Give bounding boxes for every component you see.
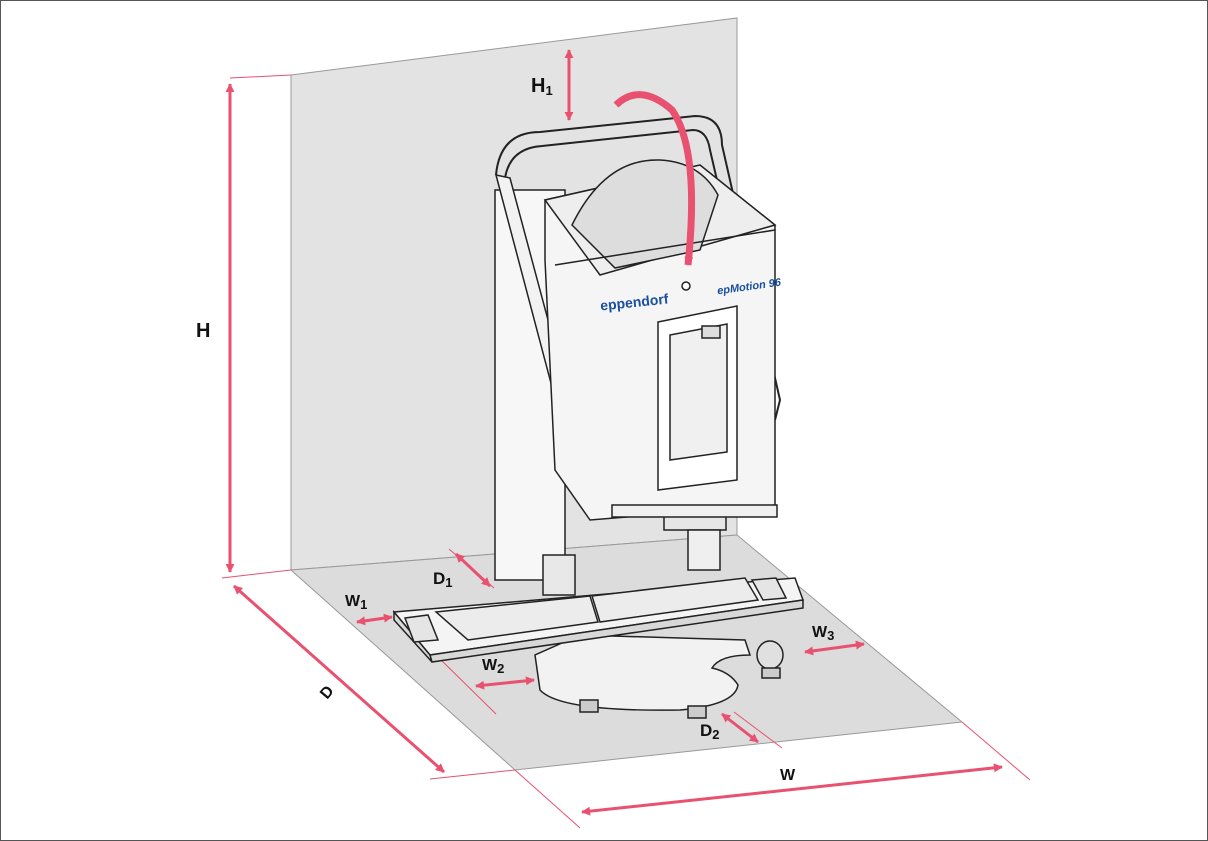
arrow-W1 bbox=[356, 613, 393, 626]
arrow-W bbox=[581, 763, 1003, 816]
arrow-D2 bbox=[721, 712, 759, 744]
arrow-D1 bbox=[454, 552, 492, 588]
label-W1: W1 bbox=[345, 593, 368, 612]
device-handle bbox=[495, 114, 782, 421]
device-base bbox=[534, 634, 784, 719]
label-D2: D2 bbox=[700, 721, 720, 742]
label-W3: W3 bbox=[812, 624, 835, 643]
arrow-W3 bbox=[804, 640, 865, 656]
arrow-W2 bbox=[475, 676, 535, 690]
label-H: H bbox=[196, 320, 211, 342]
label-H1: H1 bbox=[531, 75, 553, 98]
label-W: W bbox=[780, 767, 796, 784]
device-dispense-head bbox=[611, 504, 778, 571]
label-W2: W2 bbox=[482, 657, 505, 676]
arrow-D bbox=[233, 584, 445, 774]
label-D1: D1 bbox=[433, 569, 453, 590]
curved-arrow-icon bbox=[613, 91, 696, 266]
dimension-arrows bbox=[225, 49, 1003, 816]
device-front-panel bbox=[657, 281, 738, 491]
